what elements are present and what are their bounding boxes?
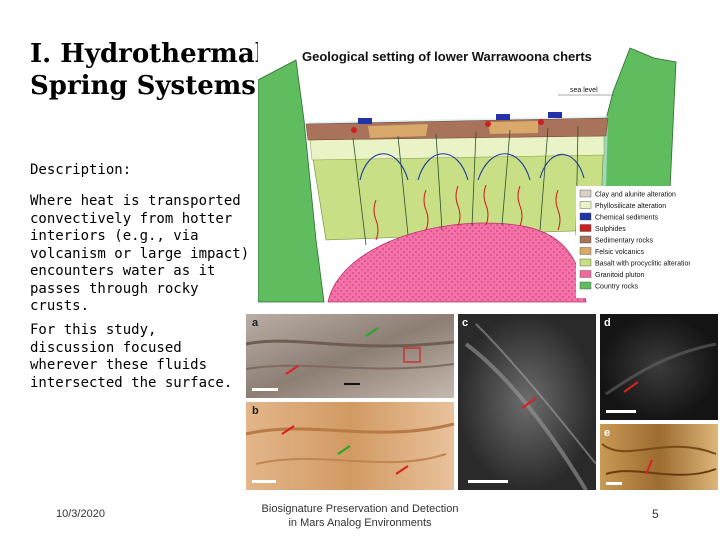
panel-label-e: e xyxy=(604,427,610,439)
photo-panel-d xyxy=(600,314,718,420)
description-paragraph-2: For this study, discussion focused where… xyxy=(30,322,233,391)
legend-swatch xyxy=(579,189,592,198)
geology-diagram: Clay and alunite alterationPhyllosilicat… xyxy=(258,40,690,304)
legend-swatch xyxy=(579,224,592,232)
left-country-rock xyxy=(258,59,325,303)
slide-title: I. Hydrothermal Spring Systems xyxy=(30,38,270,102)
title-line-2: Spring Systems xyxy=(30,71,256,101)
footer-center-line-1: Biosignature Preservation and Detection xyxy=(261,503,459,515)
photo-panel-e xyxy=(600,424,718,490)
granitoid-pluton xyxy=(327,222,587,303)
legend-swatch xyxy=(579,235,592,244)
panel-label-d: d xyxy=(604,317,611,329)
legend-swatch xyxy=(579,212,592,221)
heat-arrows xyxy=(373,184,561,241)
panel-label-a: a xyxy=(252,317,259,329)
footer-center-text: Biosignature Preservation and Detection … xyxy=(255,502,465,530)
legend-swatch xyxy=(579,270,592,278)
legend-swatch xyxy=(579,201,592,209)
panel-label-c: c xyxy=(462,317,468,329)
legend-label: Clay and alunite alteration xyxy=(595,192,676,199)
legend-swatch xyxy=(579,247,592,255)
legend-background xyxy=(576,186,688,298)
legend-label: Sedimentary rocks xyxy=(595,238,653,245)
photo-panel-b xyxy=(246,402,455,490)
legend-label: Chemical sediments xyxy=(595,215,659,222)
legend: Clay and alunite alterationPhyllosilicat… xyxy=(576,186,690,298)
felsic-layer-2 xyxy=(488,121,538,134)
sulphide-deposits xyxy=(351,119,544,133)
legend-label: Granitoid pluton xyxy=(595,272,645,279)
sea-level-label: sea level xyxy=(570,87,598,94)
legend-swatch xyxy=(579,281,592,290)
footer-center-line-2: in Mars Analog Environments xyxy=(288,517,432,529)
legend-label: Country rocks xyxy=(595,284,639,291)
description-heading: Description: xyxy=(30,162,132,178)
description-paragraph-1: Where heat is transported convectively f… xyxy=(30,193,250,314)
convection-loops xyxy=(359,153,585,181)
photo-panel-a xyxy=(246,314,455,398)
felsic-layer xyxy=(368,124,428,138)
legend-labels: Clay and alunite alterationPhyllosilicat… xyxy=(595,192,690,291)
diagram-title: Geological setting of lower Warrawoona c… xyxy=(302,49,592,64)
vent-plumes xyxy=(358,112,562,124)
legend-label: Sulphides xyxy=(595,226,626,233)
page-number: 5 xyxy=(652,507,659,521)
photo-panels: a b c d e xyxy=(246,314,718,490)
legend-swatch xyxy=(579,258,592,267)
legend-label: Phyllosilicate alteration xyxy=(595,203,666,210)
footer-date: 10/3/2020 xyxy=(56,508,105,520)
legend-label: Basalt with procyclitic alteration xyxy=(595,261,690,268)
title-line-1: I. Hydrothermal xyxy=(30,39,265,69)
legend-label: Felsic volcanics xyxy=(595,249,645,256)
photo-panel-c xyxy=(458,314,597,490)
legend-swatches xyxy=(579,189,592,290)
panel-label-b: b xyxy=(252,405,259,417)
